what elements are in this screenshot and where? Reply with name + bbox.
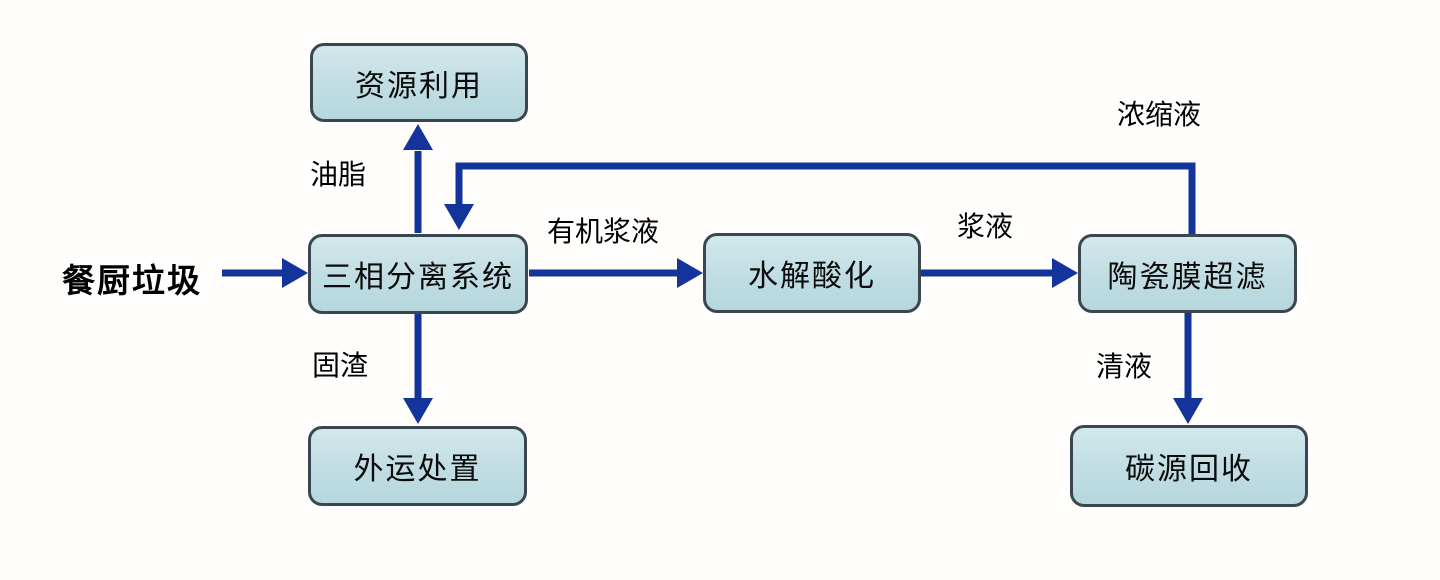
edge-label-slurry: 浆液 (957, 212, 1014, 243)
edge-label-grease: 油脂 (310, 160, 367, 191)
node-ceramic-membrane-ultrafiltration: 陶瓷膜超滤 (1078, 234, 1297, 313)
arrow-three-phase-to-hydrolysis (529, 258, 703, 288)
edge-label-organic-slurry: 有机浆液 (547, 217, 660, 248)
node-three-phase-separation: 三相分离系统 (308, 234, 528, 314)
source-label-kitchen-waste: 餐厨垃圾 (62, 264, 202, 300)
arrow-three-phase-to-resource (403, 124, 433, 233)
node-carbon-source-recovery: 碳源回收 (1070, 425, 1308, 507)
node-resource-utilization-label: 资源利用 (355, 69, 483, 103)
node-hydrolysis-acidification-label: 水解酸化 (748, 260, 876, 293)
arrow-ceramic-to-carbon (1173, 313, 1203, 424)
node-ceramic-membrane-ultrafiltration-label: 陶瓷膜超滤 (1107, 260, 1268, 294)
arrow-concentrate-return (444, 162, 1196, 235)
node-carbon-source-recovery-label: 碳源回收 (1125, 453, 1253, 486)
arrow-hydrolysis-to-ceramic (921, 258, 1078, 288)
edge-label-clear-liquid: 清液 (1096, 352, 1153, 383)
node-hydrolysis-acidification: 水解酸化 (703, 233, 921, 313)
node-offsite-disposal-label: 外运处置 (353, 453, 482, 486)
node-resource-utilization: 资源利用 (310, 43, 528, 122)
arrow-three-phase-to-disposal (403, 314, 433, 424)
node-offsite-disposal: 外运处置 (308, 426, 527, 506)
edge-label-concentrate: 浓缩液 (1117, 100, 1202, 131)
arrow-source-to-three-phase (222, 258, 308, 288)
edge-label-solid-residue: 固渣 (312, 351, 369, 382)
node-three-phase-separation-label: 三相分离系统 (322, 261, 514, 294)
